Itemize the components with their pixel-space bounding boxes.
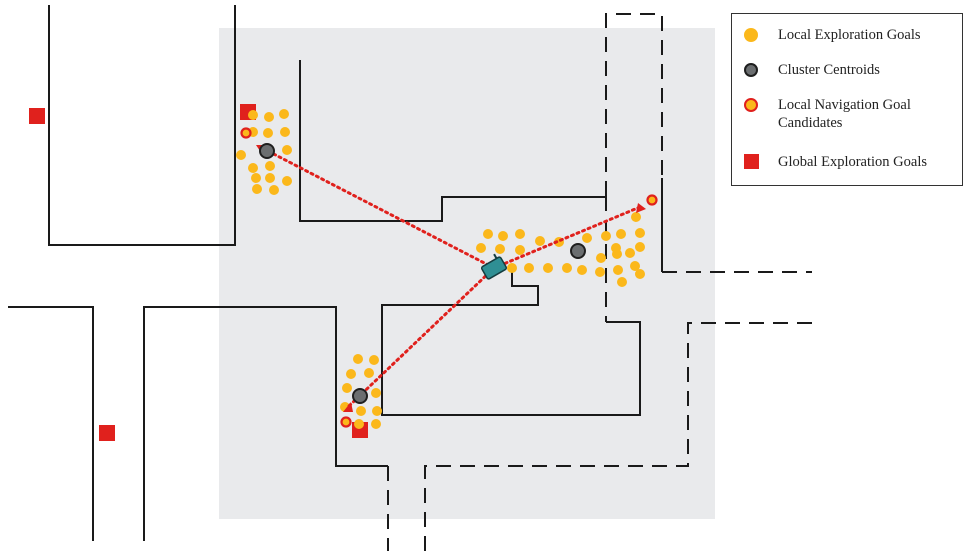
exploration-goal (507, 263, 517, 273)
robot-sensor (493, 253, 498, 259)
exploration-goal (279, 109, 289, 119)
exploration-goal (562, 263, 572, 273)
exploration-goal (595, 267, 605, 277)
global-goal-icon (744, 154, 759, 169)
exploration-goal (543, 263, 553, 273)
navigation-paths (262, 147, 642, 408)
wall-left-corridor (8, 306, 388, 541)
exploration-goal (515, 245, 525, 255)
legend-label: Local Exploration Goals (778, 27, 921, 43)
arrowhead-corridor-end (636, 203, 646, 213)
robot-vehicle-icon (480, 253, 508, 280)
centroid (259, 143, 275, 159)
path-to-corridor-end (492, 205, 642, 270)
wall-top-left-room (48, 5, 236, 246)
exploration-goal (248, 110, 258, 120)
exploration-goal (613, 265, 623, 275)
nav-candidate (340, 416, 352, 428)
exploration-goal (616, 229, 626, 239)
exploration-goal (625, 248, 635, 258)
exploration-goal (631, 212, 641, 222)
exploration-goal (635, 228, 645, 238)
nav-candidate-icon (744, 98, 758, 112)
cluster-centroids (259, 143, 586, 404)
exploration-goal (611, 243, 621, 253)
exploration-goal (364, 368, 374, 378)
exploration-goal (498, 231, 508, 241)
global-exploration-goals (29, 104, 368, 441)
nav-candidate (240, 127, 252, 139)
wall-corridor-lower (381, 270, 641, 416)
exploration-goal (248, 163, 258, 173)
path-to-upper-left (262, 147, 496, 270)
centroid-icon (744, 63, 758, 77)
path-to-lower (347, 266, 496, 408)
exploration-goal (264, 112, 274, 122)
exploration-goal (356, 406, 366, 416)
exploration-goal (354, 419, 364, 429)
global-goal (29, 108, 45, 124)
exploration-goal (635, 242, 645, 252)
global-goal (99, 425, 115, 441)
legend-label: Local Navigation Goal Candidates (778, 97, 911, 131)
exploration-goal (515, 229, 525, 239)
centroid (352, 388, 368, 404)
exploration-goal (342, 383, 352, 393)
frontier-top (605, 13, 663, 196)
frontier-boundaries (387, 13, 812, 551)
exploration-goal (369, 355, 379, 365)
legend: Local Exploration Goals Cluster Centroid… (731, 13, 963, 186)
exploration-goal (596, 253, 606, 263)
explored-area (219, 28, 715, 519)
exploration-goal (263, 128, 273, 138)
exploration-goal-icon (744, 28, 758, 42)
legend-label: Global Exploration Goals (778, 154, 928, 170)
exploration-goal (236, 150, 246, 160)
exploration-goal (371, 388, 381, 398)
exploration-goal (524, 263, 534, 273)
exploration-goal (601, 231, 611, 241)
exploration-goal (353, 354, 363, 364)
legend-label: Cluster Centroids (778, 62, 880, 78)
exploration-goal (282, 145, 292, 155)
exploration-goal (617, 277, 627, 287)
exploration-goal (495, 244, 505, 254)
exploration-goal (476, 243, 486, 253)
centroid (570, 243, 586, 259)
exploration-goal (582, 233, 592, 243)
exploration-goal (483, 229, 493, 239)
local-exploration-goals (236, 109, 645, 429)
exploration-goal (372, 406, 382, 416)
exploration-goal (265, 161, 275, 171)
exploration-goal (265, 173, 275, 183)
exploration-goal (251, 173, 261, 183)
exploration-goal (269, 185, 279, 195)
exploration-goal (635, 269, 645, 279)
local-navigation-goal-candidates (240, 127, 658, 428)
exploration-goal (371, 419, 381, 429)
exploration-goal (535, 236, 545, 246)
exploration-goal (280, 127, 290, 137)
frontier-right-lower (424, 322, 812, 551)
exploration-goal (252, 184, 262, 194)
nav-candidate (646, 194, 658, 206)
arrowhead-lower (343, 402, 353, 412)
robot-body (480, 256, 508, 280)
exploration-goal (346, 369, 356, 379)
exploration-goal (577, 265, 587, 275)
exploration-goal (282, 176, 292, 186)
exploration-goal (630, 261, 640, 271)
